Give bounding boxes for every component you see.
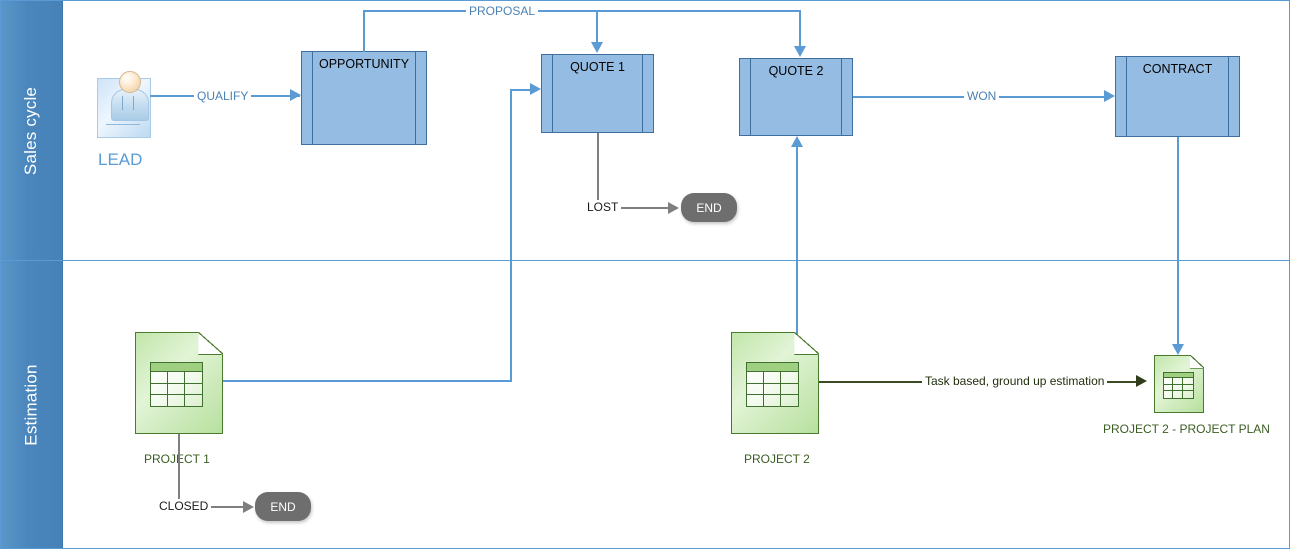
estimation-edge-label: Task based, ground up estimation: [922, 374, 1108, 388]
process-contract-label: CONTRACT: [1142, 62, 1213, 76]
won-arrowhead: [1104, 90, 1115, 102]
swimlane-label-sales-cycle: Sales cycle: [21, 86, 41, 175]
document-project-2-plan[interactable]: [1154, 355, 1204, 413]
process-opportunity-label: OPPORTUNITY: [318, 57, 410, 71]
process-contract[interactable]: CONTRACT: [1115, 56, 1240, 137]
document-project-2-plan-label: PROJECT 2 - PROJECT PLAN: [1103, 422, 1270, 436]
proposal-arrowhead-quote2: [794, 46, 806, 57]
qualify-arrowhead: [290, 89, 301, 101]
qualify-edge-label: QUALIFY: [194, 89, 252, 103]
won-edge-label: WON: [964, 89, 1000, 103]
contract-to-project-plan-arrowhead: [1172, 344, 1184, 355]
proposal-riser-from-opportunity: [363, 11, 365, 52]
closed-arrowhead: [243, 501, 254, 513]
process-quote-1[interactable]: QUOTE 1: [541, 54, 654, 133]
lead-icon-sheet-line: [106, 124, 140, 125]
swimlane-sales-cycle: Sales cycle: [0, 0, 1290, 261]
terminator-end-lost[interactable]: END: [681, 193, 737, 222]
document-project-1-label: PROJECT 1: [144, 452, 210, 466]
document-project-2-fold-line: [794, 332, 819, 355]
document-project-1[interactable]: [135, 332, 223, 434]
lead-icon-body: [111, 89, 149, 121]
closed-edge-label: CLOSED: [156, 499, 212, 513]
project1-to-quote1-riser: [510, 89, 512, 381]
project1-to-quote1-entry: [510, 89, 532, 91]
proposal-drop-to-quote2: [799, 10, 801, 46]
document-project-2[interactable]: [731, 332, 819, 434]
proposal-horizontal-bus: [363, 10, 800, 12]
process-quote-1-label: QUOTE 1: [570, 60, 625, 74]
lost-connector-line: [597, 207, 677, 209]
document-project-1-table-glyph: [149, 361, 203, 408]
process-opportunity[interactable]: OPPORTUNITY: [301, 51, 427, 145]
terminator-end-lost-label: END: [696, 200, 722, 215]
contract-to-project-plan-drop: [1177, 137, 1179, 346]
process-quote-2-label: QUOTE 2: [768, 64, 824, 78]
lead-icon-head: [119, 71, 141, 93]
lost-edge-label: LOST: [584, 200, 622, 214]
terminator-end-closed[interactable]: END: [255, 492, 311, 521]
lead-label: LEAD: [98, 150, 143, 169]
swimlane-header-estimation: Estimation: [1, 261, 63, 548]
closed-connector-line: [178, 506, 252, 508]
document-project-2-plan-table-glyph: [1162, 371, 1194, 399]
proposal-arrowhead-quote1: [591, 42, 603, 53]
project1-to-quote1-horizontal: [222, 380, 512, 382]
proposal-edge-label: PROPOSAL: [466, 4, 539, 18]
closed-connector-drop: [178, 434, 180, 506]
swimlane-body-sales-cycle: [63, 1, 1289, 260]
lost-arrowhead: [668, 202, 679, 214]
document-project-2-plan-fold-line: [1190, 355, 1204, 368]
document-project-1-fold-line: [198, 332, 223, 355]
process-quote-2[interactable]: QUOTE 2: [739, 58, 853, 136]
document-project-2-label: PROJECT 2: [744, 452, 810, 466]
project2-to-quote2-riser: [796, 147, 798, 337]
project2-to-quote2-arrowhead: [791, 136, 803, 147]
proposal-drop-to-quote1: [596, 10, 598, 43]
terminator-end-closed-label: END: [270, 499, 296, 514]
swimlane-label-estimation: Estimation: [21, 363, 41, 446]
lead-person-icon[interactable]: [97, 71, 151, 138]
document-project-2-table-glyph: [745, 361, 799, 408]
lost-connector-drop: [597, 133, 599, 208]
estimation-arrowhead: [1136, 375, 1147, 387]
swimlane-header-sales-cycle: Sales cycle: [1, 1, 63, 260]
project1-to-quote1-arrowhead: [530, 83, 541, 95]
